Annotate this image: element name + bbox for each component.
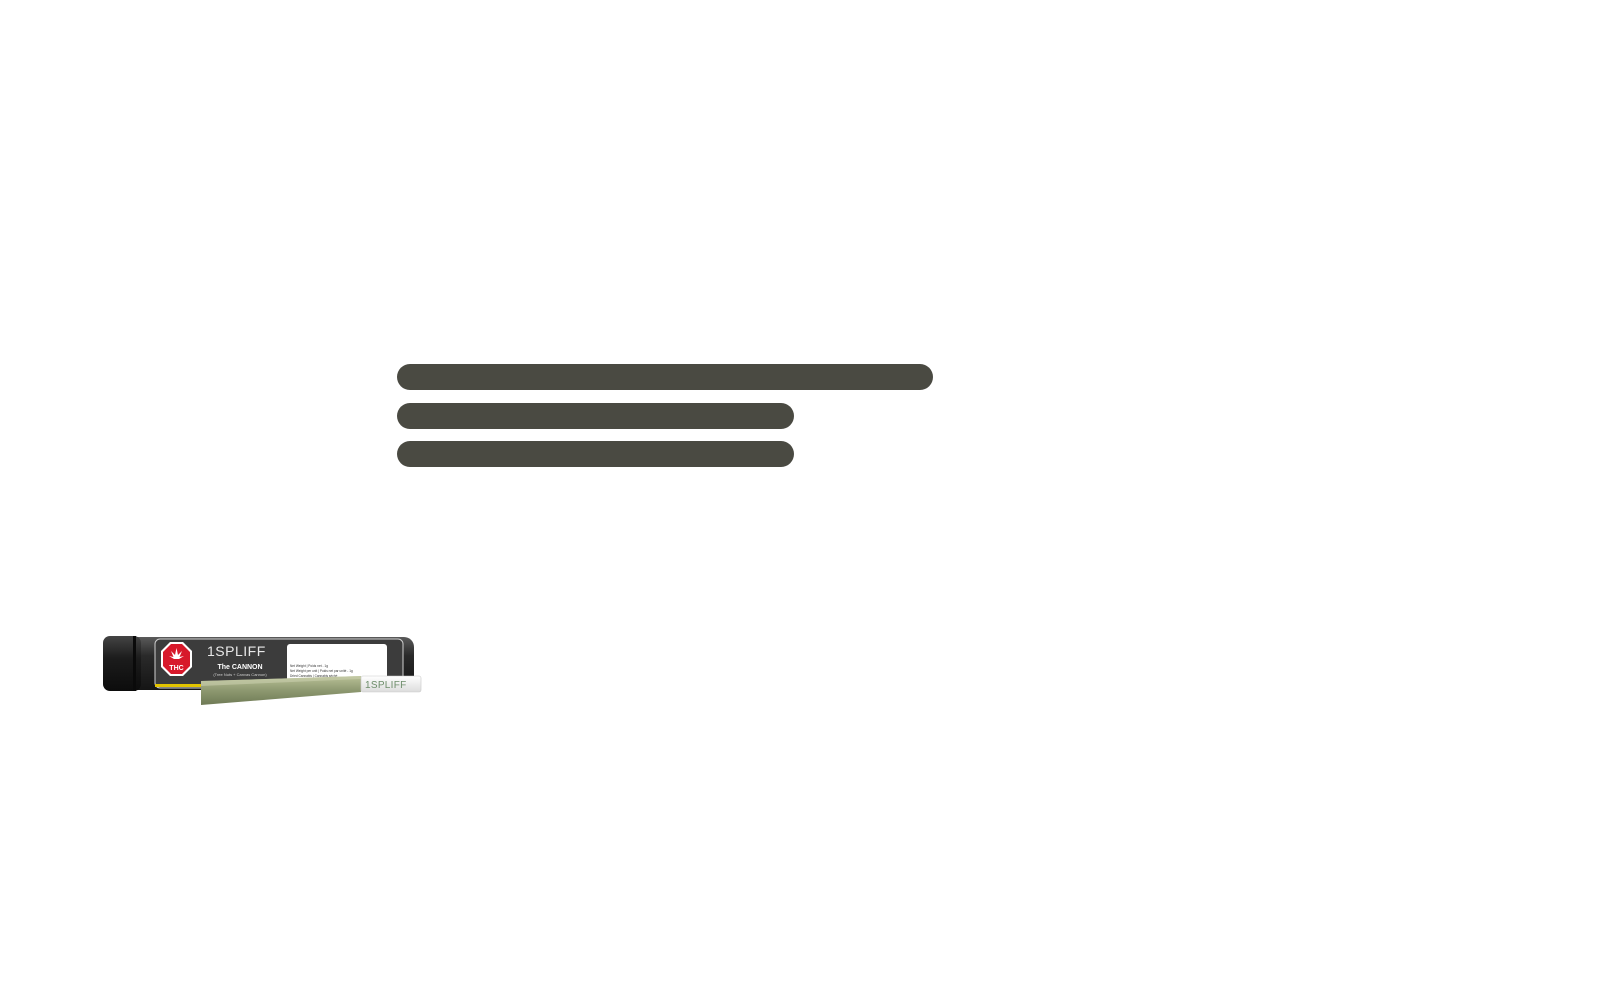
net-weight-line: Net Weight | Poids net - 1g bbox=[290, 664, 328, 668]
category-line: Dried Cannabis | Cannabis séché bbox=[290, 674, 338, 678]
product-subtitle: (Tree Nuts + Canvas Cannon) bbox=[213, 672, 267, 677]
pre-roll-joint: 1SPLIFF bbox=[201, 675, 422, 705]
pre-roll-brand: 1SPLIFF bbox=[365, 680, 407, 691]
product-name: The CANNON bbox=[217, 664, 262, 671]
product-image: THC 1SPLIFF The CANNON (Tree Nuts + Canv… bbox=[103, 636, 428, 711]
thc-warning-stop-sign-icon: THC bbox=[161, 642, 192, 676]
loading-placeholder-line-3 bbox=[397, 441, 794, 467]
unit-weight-line: Net Weight per unit | Poids net par unit… bbox=[290, 669, 353, 673]
cannabis-leaf-icon bbox=[169, 648, 184, 659]
pre-roll-illustration: THC 1SPLIFF The CANNON (Tree Nuts + Canv… bbox=[103, 636, 422, 705]
warning-badge-text: THC bbox=[169, 665, 183, 672]
brand-logo: 1SPLIFF bbox=[207, 643, 266, 659]
loading-placeholder-line-2 bbox=[397, 403, 794, 429]
info-panel bbox=[287, 644, 387, 683]
loading-placeholder-line-1 bbox=[397, 364, 933, 390]
tube-cap bbox=[103, 636, 141, 691]
